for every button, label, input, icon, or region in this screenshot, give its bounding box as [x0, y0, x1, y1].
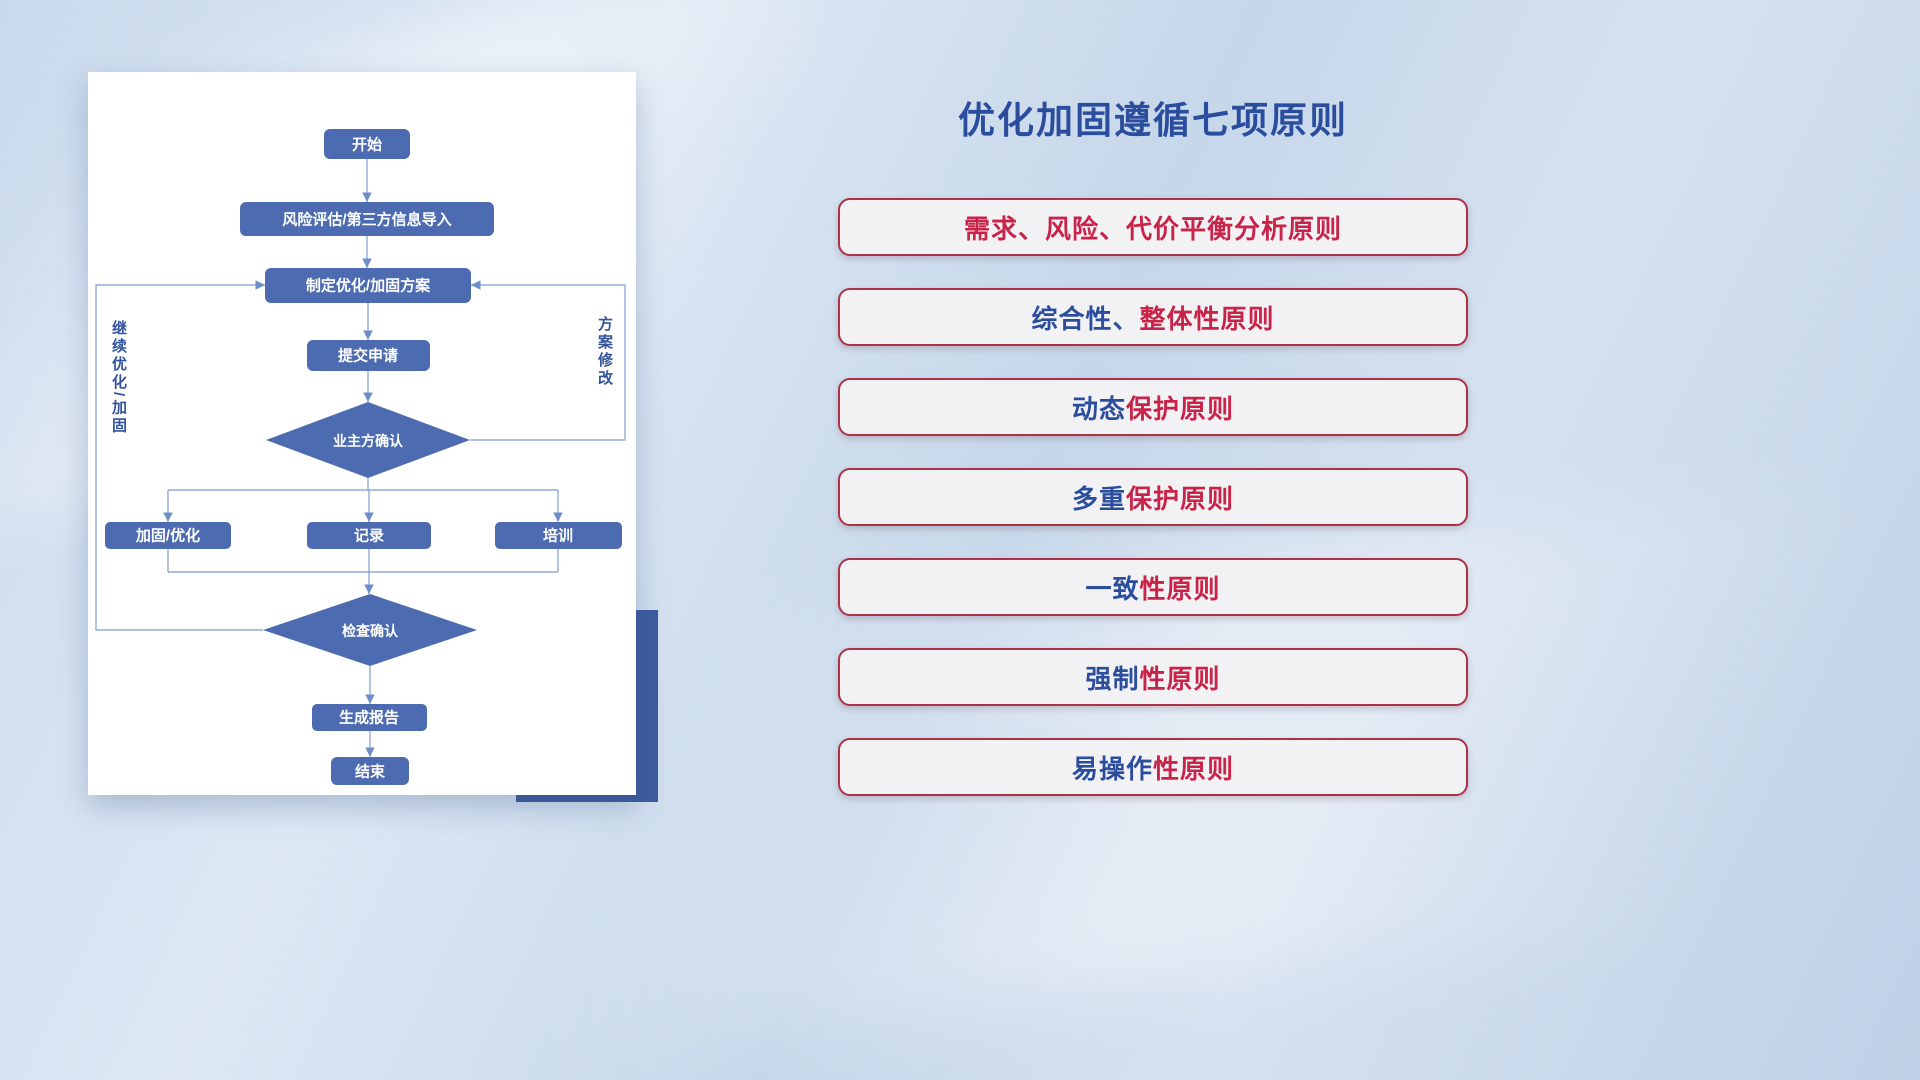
label-continue-optimize: 继续优化/加固	[110, 320, 127, 436]
svg-text:开始: 开始	[352, 136, 382, 154]
principle-pill: 多重保护原则	[838, 468, 1468, 526]
node-submit-request: 提交申请	[307, 340, 430, 371]
principle-pill: 需求、风险、代价平衡分析原则	[838, 198, 1468, 256]
flowchart-svg: 开始 风险评估/第三方信息导入 制定优化/加固方案 提交申请 业主方确认 加固/	[95, 129, 626, 785]
principle-text-blue: 多重	[1071, 483, 1126, 514]
principle-text-blue: 一致	[1085, 573, 1140, 604]
principle-text-red: 整体性原则	[1139, 303, 1275, 334]
node-training: 培训	[495, 522, 622, 549]
svg-text:加固/优化: 加固/优化	[135, 527, 200, 545]
principle-pill: 动态保护原则	[838, 378, 1468, 436]
node-generate-report: 生成报告	[312, 704, 427, 731]
principle-pill: 综合性、整体性原则	[838, 288, 1468, 346]
flowchart-card: 开始 风险评估/第三方信息导入 制定优化/加固方案 提交申请 业主方确认 加固/	[88, 72, 636, 795]
node-make-plan: 制定优化/加固方案	[265, 268, 471, 303]
principle-text-blue: 综合性、	[1031, 303, 1140, 334]
node-start: 开始	[324, 129, 410, 159]
page-title: 优化加固遵循七项原则	[958, 100, 1348, 141]
svg-text:记录: 记录	[354, 528, 384, 545]
principle-pill: 强制性原则	[838, 648, 1468, 706]
principle-text-red: 性原则	[1139, 663, 1221, 694]
node-risk-import: 风险评估/第三方信息导入	[240, 202, 494, 236]
svg-text:提交申请: 提交申请	[338, 347, 398, 365]
svg-text:业主方确认: 业主方确认	[333, 433, 404, 449]
principle-text-blue: 强制	[1085, 663, 1140, 694]
svg-text:结束: 结束	[355, 763, 386, 781]
svg-text:培训: 培训	[543, 527, 573, 545]
principle-text-red: 保护原则	[1126, 483, 1235, 514]
principle-text-red: 需求、风险、代价平衡分析原则	[963, 213, 1342, 244]
principle-text-blue: 动态	[1071, 393, 1126, 424]
principle-pill: 一致性原则	[838, 558, 1468, 616]
principle-text-blue: 易操作	[1071, 753, 1153, 784]
node-owner-confirm: 业主方确认	[266, 402, 470, 478]
svg-text:制定优化/加固方案: 制定优化/加固方案	[306, 277, 431, 295]
principle-text-red: 性原则	[1139, 573, 1221, 604]
node-check-confirm: 检查确认	[263, 594, 477, 666]
principle-text-red: 保护原则	[1126, 393, 1235, 424]
node-end: 结束	[331, 757, 409, 785]
svg-text:生成报告: 生成报告	[339, 709, 399, 727]
node-record: 记录	[307, 522, 431, 549]
svg-text:风险评估/第三方信息导入: 风险评估/第三方信息导入	[282, 211, 451, 229]
principle-text-red: 性原则	[1153, 753, 1235, 784]
svg-text:检查确认: 检查确认	[342, 623, 399, 639]
label-plan-revision: 方案修改	[596, 316, 613, 388]
principles-list: 需求、风险、代价平衡分析原则 综合性、整体性原则 动态保护原则 多重保护原则 一…	[838, 198, 1468, 796]
node-reinforce-optimize: 加固/优化	[105, 522, 231, 549]
principle-pill: 易操作性原则	[838, 738, 1468, 796]
